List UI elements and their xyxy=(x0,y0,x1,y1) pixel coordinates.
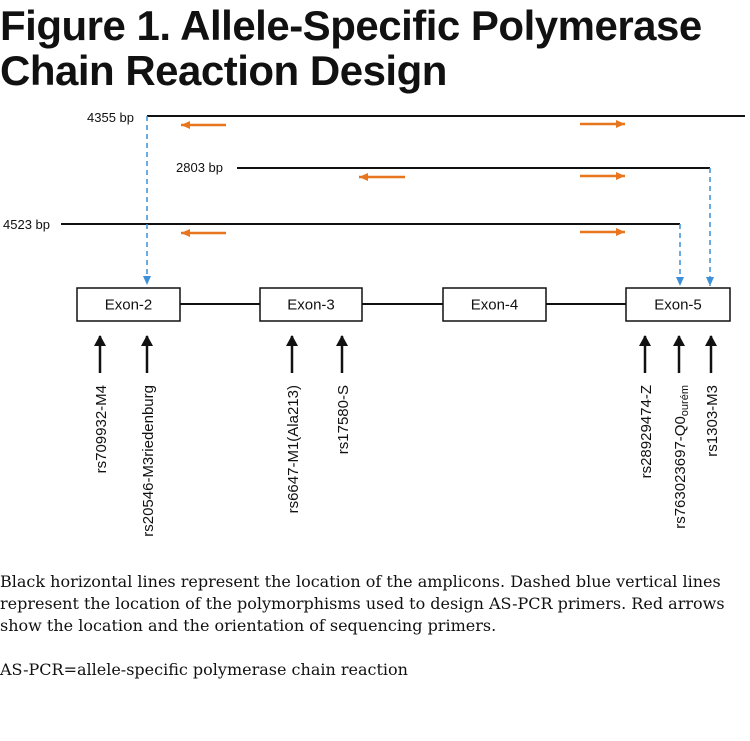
polymorphism-label: rs28929474-Z xyxy=(638,385,655,478)
polymorphism-label: rs17580-S xyxy=(335,385,352,454)
exon-5-box: Exon-5 xyxy=(625,287,731,322)
caption-abbreviation: AS-PCR=allele-specific polymerase chain … xyxy=(0,660,408,679)
figure-title-line-1: Figure 1. Allele-Specific Polymerase xyxy=(0,2,702,49)
exon-4-box: Exon-4 xyxy=(442,287,547,322)
amplicon-4355: 4355 bp xyxy=(87,110,745,129)
exon-label: Exon-2 xyxy=(105,297,153,314)
caption-body: Black horizontal lines represent the loc… xyxy=(0,572,725,635)
figure-caption: Black horizontal lines represent the loc… xyxy=(0,571,750,681)
polymorphism-label: rs20546-M3riedenburg xyxy=(140,385,157,537)
as-pcr-design-diagram: 4355 bp 2803 bp 4523 bp Exon-2 Exon-3 Ex… xyxy=(3,110,745,537)
exon-2-box: Exon-2 xyxy=(76,287,181,322)
polymorphism-label: rs6647-M1(Ala213) xyxy=(285,385,302,513)
figure-title-line-2: Chain Reaction Design xyxy=(0,47,447,94)
exon-3-box: Exon-3 xyxy=(259,287,363,322)
exon-label: Exon-4 xyxy=(471,297,519,314)
amplicon-2803: 2803 bp xyxy=(176,160,710,181)
amplicon-label: 4355 bp xyxy=(87,110,134,125)
polymorphism-label: rs763023697-Q0ourém xyxy=(672,385,691,529)
polymorphism-label: rs1303-M3 xyxy=(704,385,721,457)
amplicon-label: 2803 bp xyxy=(176,160,223,175)
exon-label: Exon-5 xyxy=(654,297,702,314)
amplicon-label: 4523 bp xyxy=(3,217,50,232)
amplicon-4523: 4523 bp xyxy=(3,217,680,237)
polymorphism-label: rs709932-M4 xyxy=(93,385,110,473)
exon-label: Exon-3 xyxy=(287,297,335,314)
